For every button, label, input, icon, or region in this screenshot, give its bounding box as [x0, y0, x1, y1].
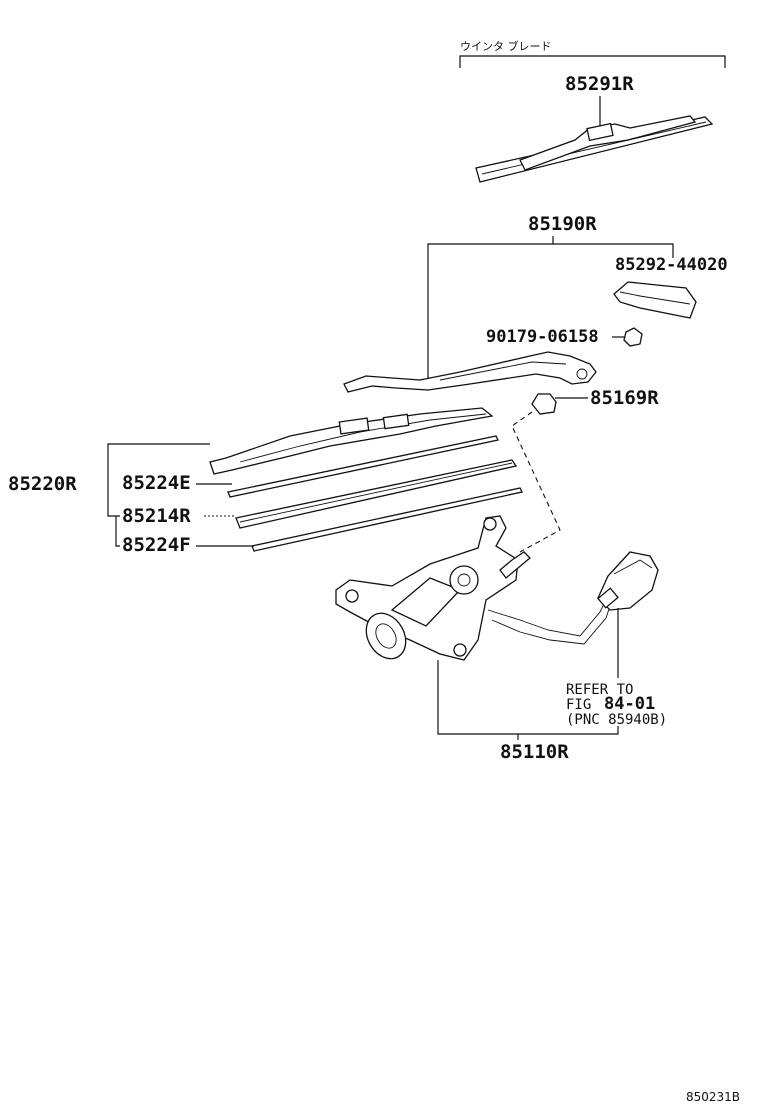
wiper-blade-85220R[interactable] [209, 407, 494, 475]
label-85169R[interactable]: 85169R [590, 387, 659, 409]
nut-90179[interactable] [623, 327, 643, 347]
label-85110R[interactable]: 85110R [500, 741, 569, 763]
label-85291R[interactable]: 85291R [565, 73, 634, 95]
arm-cap-85292[interactable] [613, 281, 697, 319]
label-85214R[interactable]: 85214R [122, 505, 191, 527]
rubber-strip-85224E[interactable] [227, 435, 499, 498]
fig-number-84-01[interactable]: 84-01 [604, 694, 655, 714]
wiper-blade-japanese-label: ウインタ ブレード [460, 39, 552, 53]
wiper-motor-85110R[interactable] [335, 515, 613, 666]
label-90179-06158[interactable]: 90179-06158 [486, 327, 599, 347]
motor-connector[interactable] [597, 551, 659, 611]
pivot-cap-85169R[interactable] [531, 393, 557, 415]
wiper-blade-group-bracket: ウインタ ブレード [459, 39, 726, 68]
label-85190R[interactable]: 85190R [528, 213, 597, 235]
wiper-blade-85291R[interactable] [475, 115, 714, 183]
label-85220R[interactable]: 85220R [8, 473, 77, 495]
figure-id: 850231B [686, 1090, 740, 1104]
fig-prefix-text: FIG [566, 697, 591, 713]
label-85292-44020[interactable]: 85292-44020 [615, 255, 728, 275]
label-85224E[interactable]: 85224E [122, 472, 191, 494]
wiper-arm-85190R[interactable] [343, 351, 597, 393]
pnc-reference-text: (PNC 85940B) [566, 712, 667, 728]
label-85224F[interactable]: 85224F [122, 534, 191, 556]
rubber-strip-85224F[interactable] [251, 487, 523, 552]
refer-to-text: REFER TO [566, 682, 633, 698]
rubber-strip-85214R[interactable] [235, 459, 518, 529]
